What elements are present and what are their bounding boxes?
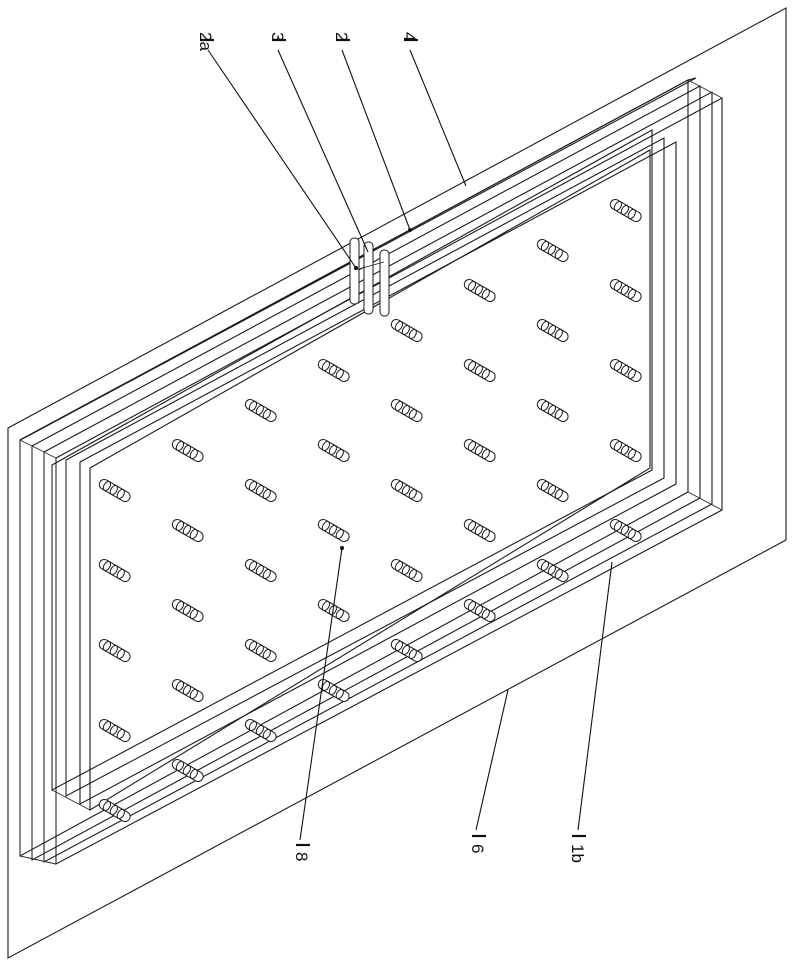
pin (244, 479, 277, 502)
label-1b: 1b (568, 844, 587, 863)
pin (98, 639, 131, 662)
pin (609, 359, 642, 382)
pin (463, 439, 496, 462)
pin (463, 359, 496, 382)
pin (244, 639, 277, 662)
pin (98, 479, 131, 502)
label-4: 4 (400, 32, 419, 41)
connector-posts (349, 237, 390, 317)
pin (609, 279, 642, 302)
pin (317, 519, 350, 542)
pin (244, 399, 277, 422)
leader-lines (200, 38, 613, 847)
pin (317, 679, 350, 702)
pin (390, 319, 423, 342)
back-plate (7, 7, 787, 959)
pin (536, 319, 569, 342)
pin-array (98, 199, 642, 822)
pin (244, 719, 277, 742)
pin (609, 519, 642, 542)
label-2a: 2a (196, 32, 215, 51)
pin (463, 519, 496, 542)
pin (98, 719, 131, 742)
pin (171, 439, 204, 462)
pin (390, 479, 423, 502)
pin (171, 599, 204, 622)
pin (536, 479, 569, 502)
pin (317, 599, 350, 622)
label-6: 6 (468, 844, 487, 853)
pin (536, 399, 569, 422)
pin (171, 519, 204, 542)
pin (317, 439, 350, 462)
label-2: 2 (332, 32, 351, 41)
pin (463, 279, 496, 302)
label-8: 8 (292, 852, 311, 861)
pin (98, 799, 131, 822)
labels: 2a 3 2 4 8 6 1b (196, 32, 587, 863)
pin (536, 239, 569, 262)
frame-layers (19, 77, 723, 865)
pin (463, 599, 496, 622)
pin (536, 559, 569, 582)
pin (390, 639, 423, 662)
pin (317, 359, 350, 382)
pin (609, 199, 642, 222)
inner-panel (89, 149, 651, 811)
pin (171, 759, 204, 782)
pin (244, 559, 277, 582)
pin (171, 679, 204, 702)
pin (390, 559, 423, 582)
pin (609, 439, 642, 462)
pin (98, 559, 131, 582)
pin (390, 399, 423, 422)
label-3: 3 (268, 32, 287, 41)
